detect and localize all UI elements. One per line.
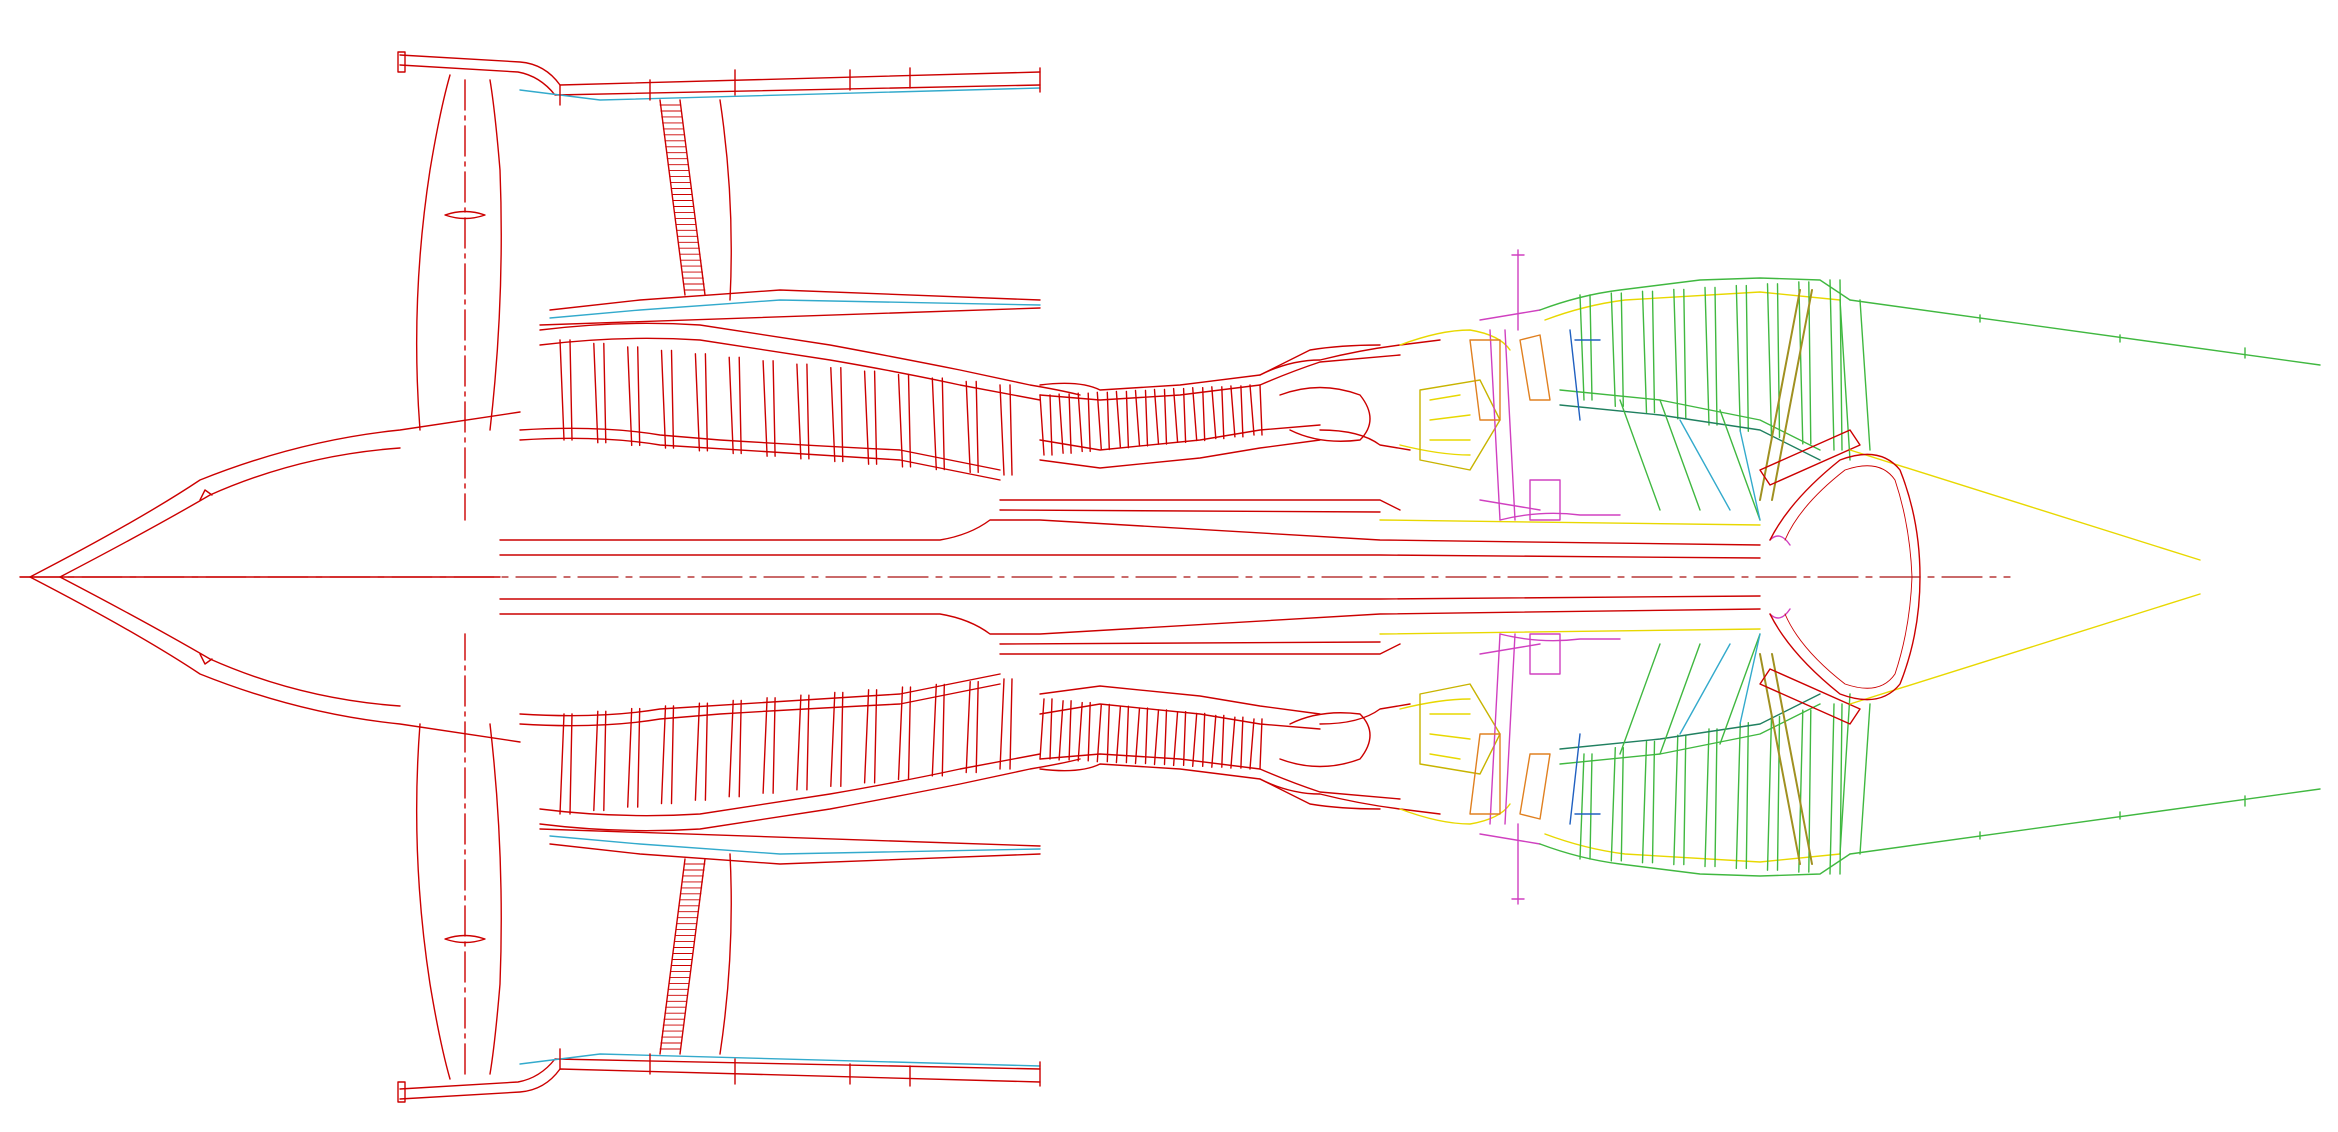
lpt-outer-casing xyxy=(1539,277,1851,311)
turbine-exit-magenta xyxy=(1769,535,1791,546)
bypass-inner-liner xyxy=(549,299,1041,319)
bypass-inner-wall-2 xyxy=(539,307,1041,326)
hp-turbine-top-probe xyxy=(1511,249,1525,331)
hp-shaft xyxy=(999,499,1401,511)
nacelle-flanges xyxy=(559,67,1041,106)
lpc-inner-casing xyxy=(539,337,1041,401)
hpc-hub xyxy=(1039,424,1321,451)
spinner-ring xyxy=(199,489,213,501)
fan-blade-leading xyxy=(415,74,451,431)
ogv-strut-rear xyxy=(679,99,706,296)
lpc-hub-2 xyxy=(519,437,1001,481)
spinner-inner xyxy=(59,447,401,578)
exhaust-cone-outer xyxy=(1849,449,2201,561)
nacelle-liner xyxy=(519,87,1041,101)
combustor-yellow-outer xyxy=(1399,329,1511,351)
hpc-outer-casing xyxy=(1039,344,1381,391)
hp-turbine-magenta-detail xyxy=(1499,512,1621,521)
exhaust-nozzle-outer xyxy=(1849,299,2321,366)
spinner-outline xyxy=(29,411,521,578)
combustor-yellow-chamber xyxy=(1419,379,1501,471)
lpc-hub xyxy=(519,427,1001,471)
fan-blade-midspan-mark xyxy=(444,210,486,220)
lp-shaft-outer xyxy=(499,519,1761,546)
lpt-strut-diagonal xyxy=(1619,399,1761,521)
exhaust-plug-inner xyxy=(1784,465,1913,578)
combustor-yellow-casing xyxy=(1379,519,1761,526)
lpt-hub-bar-2 xyxy=(1559,404,1821,461)
lpc-outer-casing xyxy=(539,322,1081,396)
hp-turbine-vane xyxy=(1469,339,1501,421)
exhaust-nozzle-flange xyxy=(1979,314,2246,359)
diffuser-casing xyxy=(1259,339,1441,376)
combustor-yellow-detail xyxy=(1429,394,1471,441)
ogv-strut-ladder xyxy=(659,104,706,291)
fan-blade-trailing xyxy=(489,79,502,431)
lpt-blue-detail xyxy=(1569,329,1601,421)
upper-half xyxy=(29,51,2321,578)
lpt-outer-casing-yellow xyxy=(1544,291,1841,321)
hp-turbine-vane2 xyxy=(1519,334,1551,401)
bypass-strut-rear xyxy=(719,99,732,301)
combustor-yellow-inner xyxy=(1399,444,1471,456)
exhaust-plug xyxy=(1769,453,1921,578)
ogv-strut-front xyxy=(659,99,686,296)
lp-shaft-inner xyxy=(499,554,1761,559)
turbine-exit-strut xyxy=(1759,289,1813,501)
lower-half-mirror xyxy=(29,576,2321,1103)
combustor-outer-liner xyxy=(1279,386,1371,442)
hpc-outer-casing-2 xyxy=(1039,354,1401,401)
lpc-blade-rows xyxy=(559,339,1013,476)
hpc-blade-rows xyxy=(1039,384,1263,456)
lpt-exit-frame xyxy=(1839,299,1871,461)
hp-turbine-disk-magenta xyxy=(1529,479,1561,521)
turbine-exit-strut-red xyxy=(1759,429,1861,486)
bypass-inner-wall xyxy=(549,289,1041,311)
hpc-hub-2 xyxy=(1039,439,1321,469)
lpt-hub-bar xyxy=(1559,389,1821,451)
hp-shaft-2 xyxy=(999,509,1381,513)
hp-turbine-disk xyxy=(1489,329,1516,521)
combustor-inner-liner xyxy=(1319,429,1411,451)
lpt-blade-rows xyxy=(1579,279,1843,451)
nacelle-front-lip xyxy=(397,51,406,73)
lpt-strut-diagonal-cyan xyxy=(1679,419,1761,521)
